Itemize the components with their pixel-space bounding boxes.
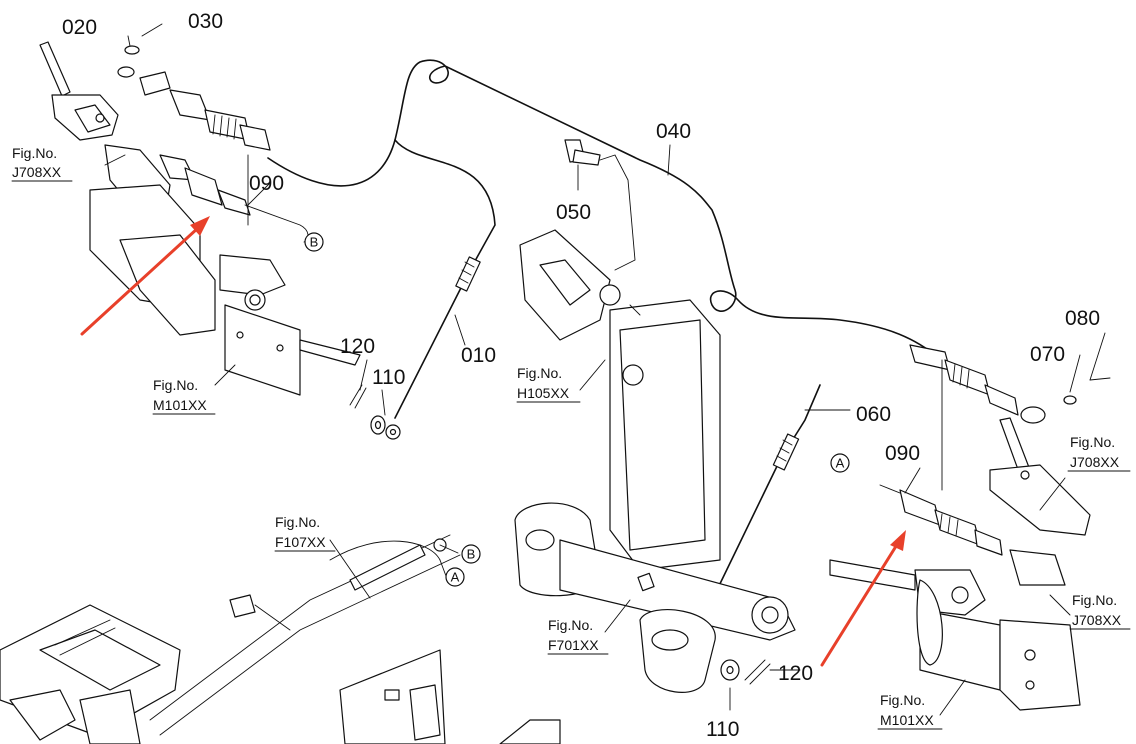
left-bracket-m101: [89, 154, 361, 396]
svg-text:J708XX: J708XX: [1070, 454, 1120, 470]
figure-ref-m101-left: Fig.No. M101XX: [152, 377, 216, 415]
lower-left-assembly: [0, 534, 561, 744]
central-lever-h105: [519, 139, 721, 571]
svg-text:B: B: [467, 547, 476, 562]
figure-ref-m101-right: Fig.No. M101XX: [877, 692, 943, 730]
washer-110-right: [720, 659, 740, 681]
part-number-080: 080: [1065, 307, 1100, 330]
figure-ref-j708-right-top: Fig.No. J708XX: [1067, 434, 1131, 472]
part-number-010: 010: [461, 344, 496, 367]
svg-text:Fig.No.: Fig.No.: [548, 617, 593, 633]
part-number-090-right: 090: [885, 442, 920, 465]
figure-ref-j708-left: Fig.No. J708XX: [11, 145, 73, 182]
callout-b-lower: B: [461, 544, 481, 564]
svg-text:Fig.No.: Fig.No.: [1070, 434, 1115, 450]
part-number-120-left: 120: [340, 335, 375, 358]
svg-text:Fig.No.: Fig.No.: [517, 365, 562, 381]
part-number-110-left: 110: [372, 366, 405, 389]
svg-text:H105XX: H105XX: [517, 385, 570, 401]
clip-120-right: [744, 659, 771, 685]
svg-text:A: A: [451, 570, 460, 585]
part-number-050: 050: [556, 201, 591, 224]
svg-text:J708XX: J708XX: [12, 164, 62, 180]
callout-a-right: A: [830, 453, 850, 473]
figure-ref-f701: Fig.No. F701XX: [547, 617, 609, 655]
part-number-110-right: 110: [706, 718, 739, 741]
cable-010: [385, 139, 496, 440]
leader-lines: [104, 35, 1106, 716]
svg-text:M101XX: M101XX: [153, 397, 207, 413]
svg-text:Fig.No.: Fig.No.: [12, 145, 57, 161]
figure-ref-j708-right-bottom: Fig.No. J708XX: [1069, 592, 1131, 630]
part-number-030: 030: [188, 10, 223, 33]
right-bracket-m101: [829, 549, 1081, 711]
svg-text:J708XX: J708XX: [1072, 612, 1122, 628]
left-090-cable-end: [104, 144, 309, 243]
svg-text:Fig.No.: Fig.No.: [1072, 592, 1117, 608]
cable-040: [267, 59, 936, 356]
washer-110-left: [370, 415, 386, 435]
svg-text:Fig.No.: Fig.No.: [275, 514, 320, 530]
callout-b-upper: B: [304, 232, 324, 252]
part-number-090-left: 090: [249, 172, 284, 195]
part-number-020: 020: [62, 16, 97, 39]
part-number-070: 070: [1030, 343, 1065, 366]
svg-text:F107XX: F107XX: [275, 534, 326, 550]
part-number-120-right: 120: [778, 662, 813, 685]
svg-text:F701XX: F701XX: [548, 637, 599, 653]
highlight-arrow-left: [80, 216, 210, 336]
highlight-arrow-right: [820, 530, 906, 667]
figure-ref-f107: Fig.No. F107XX: [274, 514, 336, 552]
part-number-040: 040: [656, 120, 691, 143]
callout-a-lower: A: [445, 567, 465, 587]
svg-text:M101XX: M101XX: [880, 712, 934, 728]
svg-text:A: A: [836, 456, 845, 471]
right-090-cable-end: [879, 359, 1003, 556]
clip-120-left: [349, 384, 367, 409]
svg-text:B: B: [310, 235, 319, 250]
svg-text:Fig.No.: Fig.No.: [880, 692, 925, 708]
part-number-060: 060: [856, 403, 891, 426]
right-upper-cable-adjuster: [909, 344, 1111, 536]
upper-left-cable-adjuster: [39, 23, 271, 151]
figure-ref-h105: Fig.No. H105XX: [516, 365, 581, 403]
svg-text:Fig.No.: Fig.No.: [153, 377, 198, 393]
lower-arm-f701: [514, 502, 796, 693]
